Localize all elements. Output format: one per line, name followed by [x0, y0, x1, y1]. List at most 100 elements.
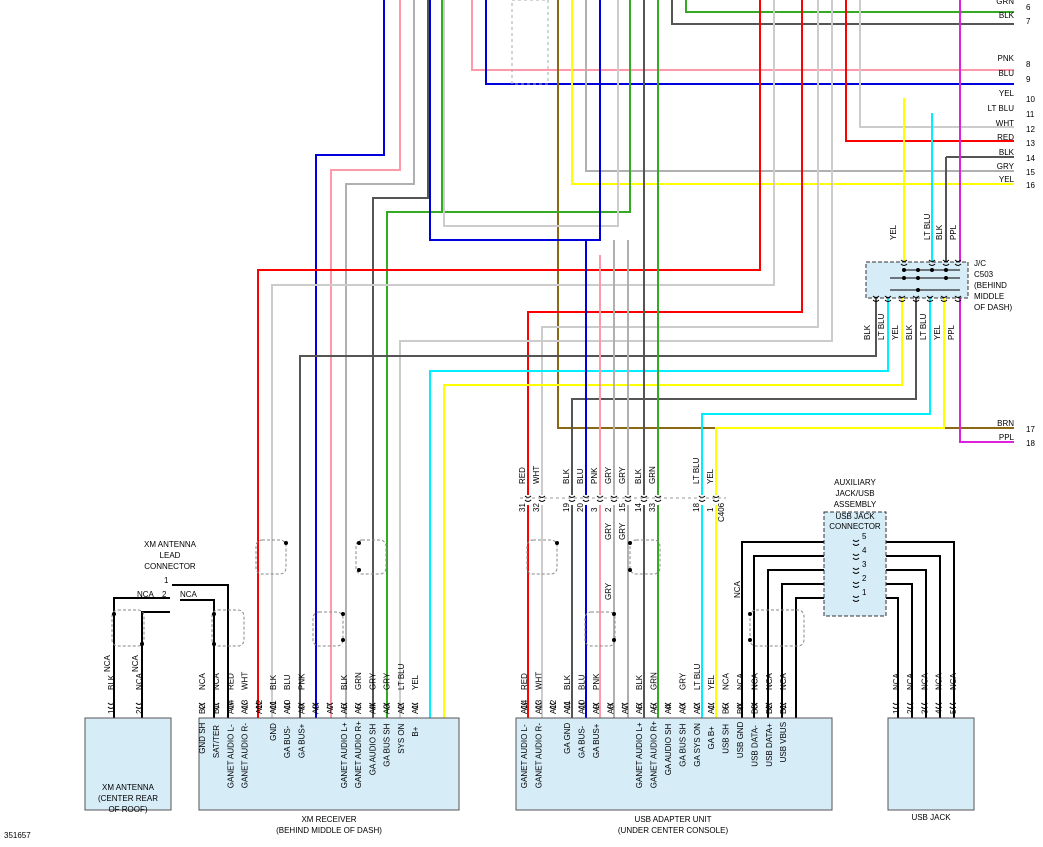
- xm-lead-pin: 2: [162, 590, 167, 599]
- jc-c503-title: J/C: [974, 259, 986, 268]
- usb-adapter-function: USB GND: [736, 721, 745, 758]
- bus-color-label: BLU: [998, 69, 1014, 78]
- c406-pin-number: 32: [532, 503, 541, 512]
- terminal-mark: [563, 702, 571, 709]
- xm-antenna-wire-color: BLK: [107, 674, 116, 690]
- jc-bottom-wire-label: BLK: [905, 324, 914, 340]
- jc-top-wire-label: PPL: [949, 224, 958, 240]
- terminal-mark: [135, 702, 143, 709]
- usb-jack-connector-label: CONNECTOR: [829, 522, 881, 531]
- xm-receiver-wire-color: GRY: [368, 672, 377, 690]
- terminal-mark: [892, 702, 900, 709]
- c406-wire-color: WHT: [532, 466, 541, 484]
- bus-color-label: BLK: [999, 148, 1015, 157]
- harness-wire: [671, 0, 1014, 25]
- splice-dot: [357, 568, 361, 572]
- harness-wire: [571, 0, 1014, 185]
- xm-lead-title: CONNECTOR: [144, 562, 196, 571]
- bus-color-label: YEL: [999, 89, 1015, 98]
- usb-jack-title: USB JACK: [911, 813, 951, 822]
- xm-antenna-pin: 2: [135, 709, 144, 714]
- xm-receiver-pin: A9: [297, 704, 306, 714]
- jc-top-wire-label: BLK: [935, 224, 944, 240]
- harness-wire: [387, 0, 631, 213]
- usb-adapter-function: GANET AUDIO R+: [650, 721, 659, 789]
- terminal-mark: [538, 495, 546, 502]
- c406-wire-color: BLK: [634, 468, 643, 484]
- terminal-mark: [524, 495, 532, 502]
- harness-wire: [845, 0, 1014, 142]
- shield-outline: [584, 611, 616, 647]
- shield-outline: [111, 609, 145, 647]
- xm-receiver-function: GANET AUDIO R-: [241, 723, 250, 789]
- terminal-mark: [940, 295, 948, 302]
- terminal-mark: [906, 702, 914, 709]
- c406-wire-color: YEL: [706, 468, 715, 484]
- splice-dot: [916, 288, 920, 292]
- xm-receiver-function: GA BUS SH: [383, 723, 392, 766]
- xm-receiver-function: GA BUS-: [283, 725, 292, 758]
- usb-adapter-function: GA B+: [707, 726, 716, 750]
- usb-adapter-title: USB ADAPTER UNIT: [635, 815, 712, 824]
- splice-dot: [112, 612, 116, 616]
- usb-jack-connector-label: USB JACK: [835, 512, 875, 521]
- terminal-mark: [707, 702, 715, 709]
- usb-adapter-pin: A10: [578, 699, 587, 714]
- xm-receiver-wire-color: BLU: [283, 674, 292, 690]
- usb-adapter-pin: B4: [736, 704, 745, 714]
- shield-outline: [355, 539, 387, 575]
- jc-c503-title: C503: [974, 270, 994, 279]
- harness-wire: [585, 0, 1014, 172]
- c406-lower-color: GRY: [618, 522, 627, 540]
- usb-adapter-wire-color: NCA: [765, 672, 774, 690]
- usb-adapter-wire-color: GRY: [678, 672, 687, 690]
- harness-wire: [315, 0, 385, 718]
- terminal-mark: [107, 702, 115, 709]
- usb-adapter-pin: A2: [693, 704, 702, 714]
- splice-dot: [612, 612, 616, 616]
- terminal-mark: [921, 702, 928, 709]
- xm-receiver-pin: A14: [226, 699, 235, 714]
- harness-wire: [959, 0, 1014, 443]
- terminal-mark: [693, 702, 701, 709]
- xm-receiver-function: GANET AUDIO L+: [340, 722, 349, 788]
- component-layer: [84, 261, 975, 811]
- aux-jack-title: JACK/USB: [835, 489, 874, 498]
- usb-adapter-pin: A9: [592, 704, 601, 714]
- usb-jack-connector-pin: 1: [862, 588, 867, 597]
- terminal-mark: [397, 702, 405, 709]
- terminal-mark: [935, 702, 942, 709]
- usb-adapter-pin: A13: [534, 699, 543, 714]
- terminal-mark: [942, 259, 950, 266]
- usb-adapter-function: GANET AUDIO R-: [534, 723, 543, 789]
- usb-jack-wire-color: NCA: [935, 672, 944, 690]
- terminal-mark: [698, 495, 706, 502]
- c406-pin-number: 18: [692, 503, 701, 512]
- xm-receiver-function: GA BUS+: [297, 723, 306, 758]
- xm-antenna-title: XM ANTENNA: [102, 783, 155, 792]
- xm-receiver-pin: B2: [198, 704, 207, 714]
- bus-color-label: PNK: [998, 54, 1015, 63]
- c406-wire-color: BLK: [562, 468, 571, 484]
- c406-pin-number: 33: [648, 503, 657, 512]
- terminal-mark: [596, 495, 604, 502]
- usb-adapter-box: [515, 717, 833, 811]
- usb-adapter-pin: B3: [750, 704, 759, 714]
- terminal-mark: [255, 702, 263, 709]
- xm-lead-color: NCA: [180, 590, 198, 599]
- terminal-mark: [654, 495, 662, 502]
- terminal-mark: [650, 702, 657, 709]
- jc-bottom-wire-label: YEL: [891, 324, 900, 340]
- terminal-mark: [621, 702, 629, 709]
- harness-wire: [345, 0, 415, 718]
- terminal-mark: [912, 295, 920, 302]
- usb-jack-wire-color: NCA: [906, 672, 915, 690]
- xm-receiver-wire-color: GRN: [354, 672, 363, 690]
- terminal-mark: [852, 595, 860, 602]
- bus-color-label: LT BLU: [988, 104, 1015, 113]
- xm-receiver-pin: A4: [368, 704, 377, 714]
- bus-color-label: WHT: [996, 119, 1014, 128]
- harness-wire: [299, 298, 877, 718]
- harness-wire: [541, 0, 819, 495]
- terminal-mark: [679, 702, 686, 709]
